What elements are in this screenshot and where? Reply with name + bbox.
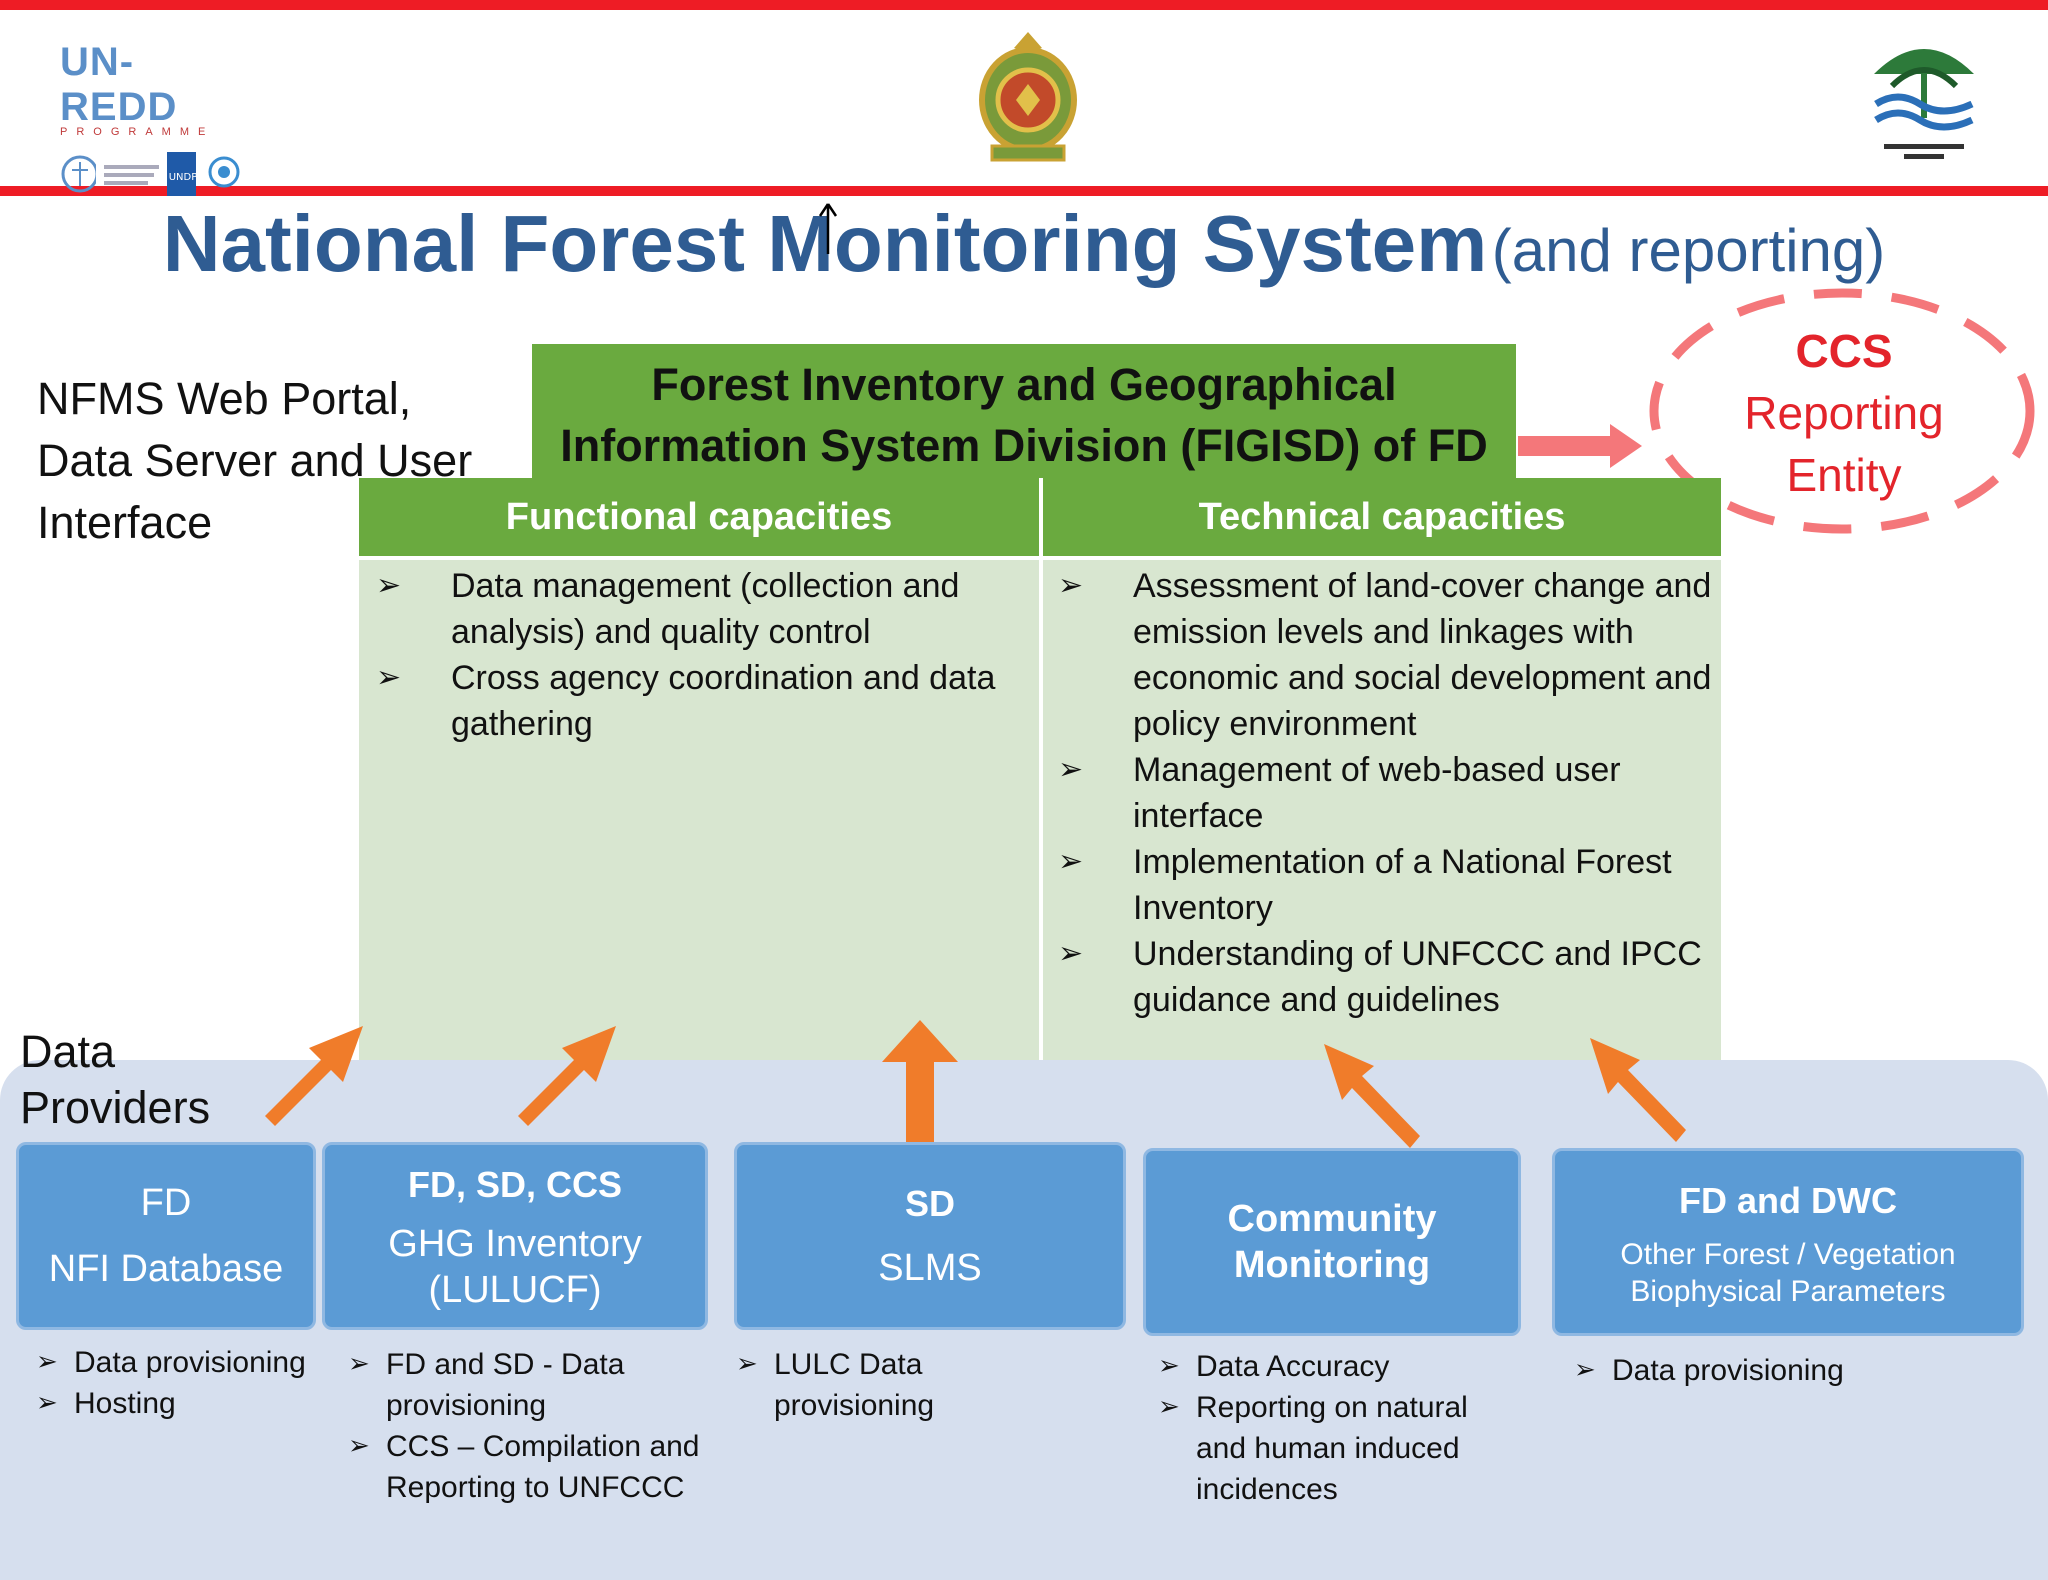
unep-logo-icon	[208, 156, 240, 188]
forest-department-logo-icon	[1874, 49, 1974, 159]
provider-bullet: Data provisioning	[1574, 1350, 1934, 1391]
provider-bullet: FD and SD - Data provisioning	[348, 1344, 718, 1426]
technical-item: Management of web-based user interface	[1058, 747, 1713, 839]
functional-item: Data management (collection and analysis…	[376, 563, 1021, 655]
provider-subtitle: NFI Database	[48, 1248, 284, 1290]
figisd-line1: Forest Inventory and Geographical	[651, 359, 1397, 410]
provider-community-bullets: Data Accuracy Reporting on natural and h…	[1158, 1346, 1498, 1510]
title-sub: (and reporting)	[1491, 217, 1886, 284]
fao-text-icon	[104, 165, 159, 185]
provider-title: Community Monitoring	[1227, 1198, 1437, 1286]
provider-title: FD	[140, 1182, 192, 1224]
data-providers-label: Data Providers	[20, 1024, 210, 1136]
portal-label-line3: Interface	[37, 497, 213, 548]
un-redd-logo-text: UN-REDD	[60, 40, 178, 129]
up-arrow-icon	[1590, 1038, 1686, 1142]
provider-fd-dwc-bullets: Data provisioning	[1574, 1350, 1934, 1391]
ccs-line2: Reporting	[1744, 387, 1944, 439]
page-title: National Forest Monitoring System (and r…	[0, 198, 2048, 290]
up-arrow-icon	[882, 1020, 958, 1142]
provider-fd: FD NFI Database	[16, 1142, 316, 1330]
provider-title: SD	[904, 1183, 955, 1224]
technical-item: Understanding of UNFCCC and IPCC guidanc…	[1058, 931, 1713, 1023]
provider-bullet: LULC Data provisioning	[736, 1344, 976, 1426]
up-arrow-icon	[265, 1026, 363, 1126]
provider-bullet: CCS – Compilation and Reporting to UNFCC…	[348, 1426, 718, 1508]
provider-bullet: Data Accuracy	[1158, 1346, 1498, 1387]
provider-subtitle: SLMS	[878, 1247, 982, 1289]
provider-subtitle: GHG Inventory (LULUCF)	[388, 1223, 642, 1311]
provider-subtitle: Other Forest / Vegetation Biophysical Pa…	[1620, 1238, 1956, 1308]
undp-logo-icon: UNDP	[166, 152, 196, 196]
un-redd-programme-text: PROGRAMME	[60, 126, 215, 138]
technical-item: Implementation of a National Forest Inve…	[1058, 839, 1713, 931]
figisd-to-ccs-arrow-icon	[1518, 424, 1642, 468]
functional-capacities-body: Data management (collection and analysis…	[359, 560, 1039, 1066]
figisd-line2: Information System Division (FIGISD) of …	[560, 420, 1488, 471]
sri-lanka-emblem-icon	[979, 32, 1077, 162]
provider-sd: SD SLMS	[734, 1142, 1126, 1330]
ccs-title: CCS	[1795, 325, 1893, 377]
provider-bullet: Hosting	[36, 1383, 336, 1424]
portal-label-line2: Data Server and User	[37, 435, 473, 486]
capacities-divider	[1039, 478, 1043, 1066]
provider-bullet: Data provisioning	[36, 1342, 336, 1383]
up-arrow-icon	[518, 1026, 616, 1126]
provider-fd-dwc: FD and DWC Other Forest / Vegetation Bio…	[1552, 1148, 2024, 1336]
portal-label: NFMS Web Portal, Data Server and User In…	[37, 368, 472, 554]
provider-fd-sd-ccs: FD, SD, CCS GHG Inventory (LULUCF)	[322, 1142, 708, 1330]
up-arrow-icon	[1324, 1044, 1420, 1148]
provider-fd-sd-ccs-bullets: FD and SD - Data provisioning CCS – Comp…	[348, 1344, 718, 1508]
title-main: National Forest Monitoring System	[162, 199, 1488, 288]
data-providers-label-line2: Providers	[20, 1082, 211, 1133]
partner-logos: UNDP	[60, 152, 240, 196]
provider-sd-bullets: LULC Data provisioning	[736, 1344, 976, 1426]
functional-item: Cross agency coordination and data gathe…	[376, 655, 1021, 747]
data-providers-label-line1: Data	[20, 1026, 116, 1077]
functional-capacities-header: Functional capacities	[359, 478, 1039, 556]
fao-logo-icon	[61, 155, 97, 193]
provider-community: Community Monitoring	[1143, 1148, 1521, 1336]
ccs-label: CCS Reporting Entity	[1700, 320, 1988, 506]
top-red-band	[0, 0, 2048, 10]
ccs-ellipse	[1649, 288, 2035, 534]
un-redd-logo: UN-REDD PROGRAMME UNDP	[60, 40, 240, 196]
technical-capacities-header: Technical capacities	[1043, 478, 1721, 556]
technical-item: Assessment of land-cover change and emis…	[1058, 563, 1713, 747]
provider-title: FD, SD, CCS	[407, 1164, 622, 1205]
provider-title: FD and DWC	[1679, 1180, 1897, 1221]
provider-fd-bullets: Data provisioning Hosting	[36, 1342, 336, 1424]
ccs-line3: Entity	[1786, 449, 1902, 501]
header-red-line	[0, 186, 2048, 196]
cursor-icon	[818, 203, 838, 254]
svg-text:UNDP: UNDP	[168, 172, 195, 183]
figisd-box: Forest Inventory and Geographical Inform…	[532, 344, 1516, 480]
provider-bullet: Reporting on natural and human induced i…	[1158, 1387, 1498, 1510]
portal-label-line1: NFMS Web Portal,	[37, 373, 412, 424]
technical-capacities-body: Assessment of land-cover change and emis…	[1043, 560, 1721, 1066]
